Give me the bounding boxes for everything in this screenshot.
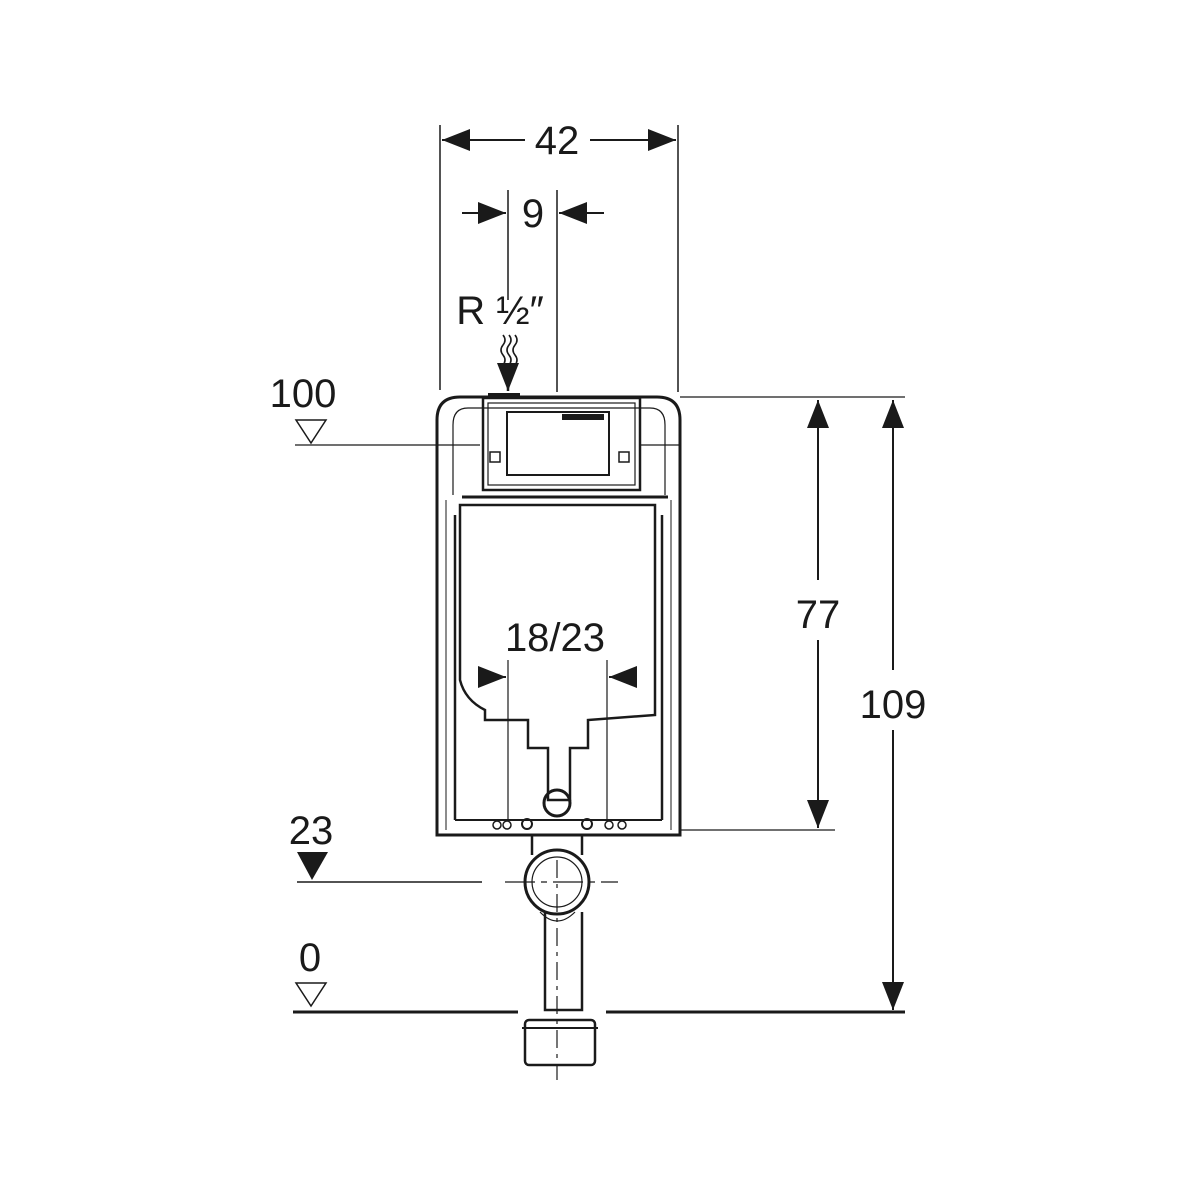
- dimension-inlet-offset: 9: [462, 190, 604, 392]
- dimension-width-label: 42: [535, 119, 580, 163]
- dimension-width: 42: [439, 119, 679, 392]
- dimension-total-height: 109: [860, 400, 927, 1010]
- svg-text:0: 0: [299, 936, 321, 980]
- level-marker-0: 0: [293, 936, 905, 1014]
- dimension-flush-pipe-spacing-label: 18/23: [505, 616, 605, 660]
- dimension-frame-height-label: 77: [796, 593, 841, 637]
- drain-pipe: [505, 835, 618, 1080]
- level-marker-23: 23: [289, 809, 482, 883]
- cistern-frame: [435, 393, 682, 837]
- inlet-thread-label: R ½″: [456, 289, 544, 333]
- dimension-flush-pipe-spacing: 18/23: [478, 616, 637, 820]
- dimension-frame-height: 77: [680, 396, 905, 831]
- water-inlet-icon: [497, 334, 519, 391]
- svg-text:100: 100: [270, 372, 337, 416]
- level-marker-100: 100: [270, 372, 680, 446]
- svg-text:23: 23: [289, 809, 334, 853]
- dimension-total-height-label: 109: [860, 683, 927, 727]
- dimension-inlet-offset-label: 9: [522, 192, 544, 236]
- brand-logo: [562, 414, 604, 420]
